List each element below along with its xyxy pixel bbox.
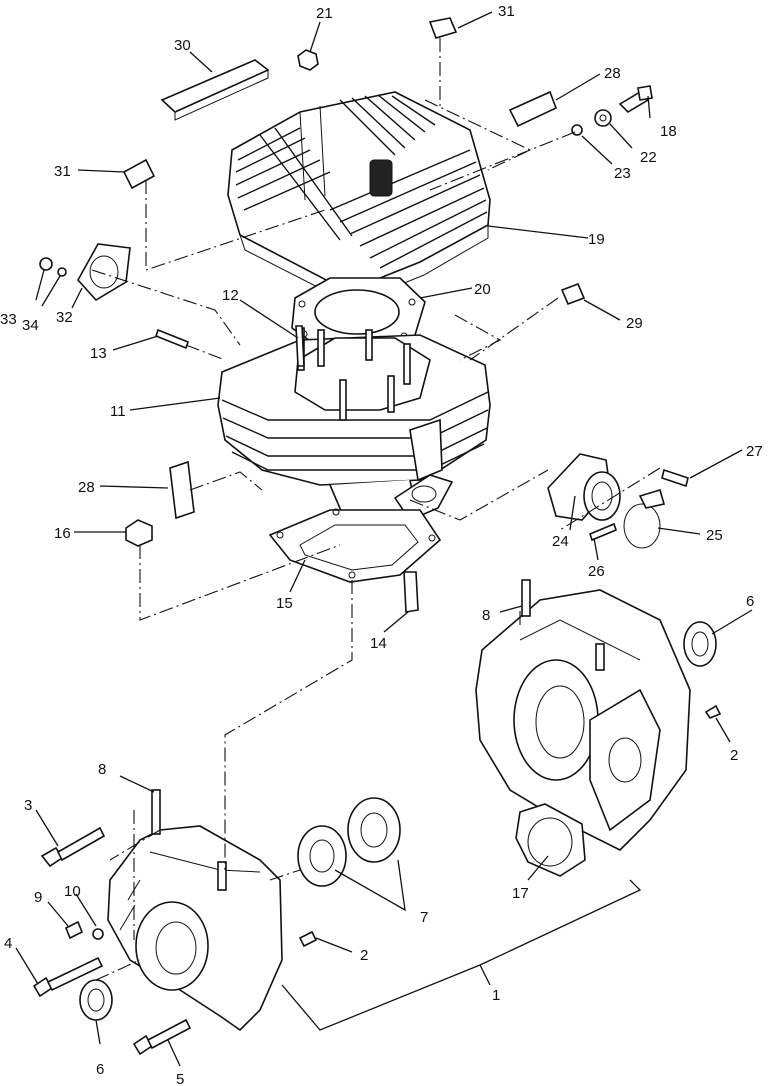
callout-24: 24 [552, 533, 569, 550]
callout-27: 27 [746, 443, 763, 460]
crankcase-left-half [107, 789, 283, 1032]
leader-lines [15, 11, 753, 1067]
crank-seal-left [79, 979, 113, 1021]
crank-seal-right [683, 621, 717, 667]
callout-20: 20 [474, 281, 491, 298]
callout-5: 5 [176, 1071, 184, 1086]
callout-21: 21 [316, 5, 333, 22]
callout-11: 11 [110, 403, 126, 420]
cover-gasket [515, 803, 586, 877]
callout-31: 31 [54, 163, 71, 180]
callout-3: 3 [24, 797, 32, 814]
small-parts [39, 17, 689, 613]
callout-labels: 1 2 2 3 4 5 6 6 7 8 8 9 10 11 12 13 14 1… [0, 3, 763, 1086]
cylinder [217, 327, 491, 531]
callout-18: 18 [660, 123, 677, 140]
callout-12: 12 [222, 287, 239, 304]
callout-23: 23 [614, 165, 631, 182]
crankcase-right-half [475, 579, 691, 851]
callout-28: 28 [604, 65, 621, 82]
callout-29: 29 [626, 315, 643, 332]
callout-8: 8 [98, 761, 106, 778]
callout-22: 22 [640, 149, 657, 166]
callout-9: 9 [34, 889, 42, 906]
callout-28: 28 [78, 479, 95, 496]
callout-2: 2 [730, 747, 738, 764]
callout-1: 1 [492, 987, 500, 1004]
dowel-pin-right [704, 704, 722, 719]
callout-34: 34 [22, 317, 39, 334]
callout-31: 31 [498, 3, 515, 20]
cylinder-head [227, 91, 491, 297]
callout-8: 8 [482, 607, 490, 624]
callout-13: 13 [90, 345, 107, 362]
base-gasket [268, 508, 442, 583]
callout-7: 7 [420, 909, 428, 926]
callout-15: 15 [276, 595, 293, 612]
crankcase-bolts [32, 826, 318, 1056]
callout-2: 2 [360, 947, 368, 964]
callout-6: 6 [96, 1061, 104, 1078]
callout-4: 4 [4, 935, 12, 952]
callout-26: 26 [588, 563, 605, 580]
callout-17: 17 [512, 885, 529, 902]
callout-19: 19 [588, 231, 605, 248]
callout-30: 30 [174, 37, 191, 54]
callout-32: 32 [56, 309, 73, 326]
callout-14: 14 [370, 635, 387, 652]
callout-25: 25 [706, 527, 723, 544]
crank-bearings [297, 797, 401, 887]
assembly-lines [91, 38, 661, 981]
callout-16: 16 [54, 525, 71, 542]
callout-10: 10 [64, 883, 81, 900]
head-gasket [291, 277, 426, 349]
callout-33: 33 [0, 311, 17, 328]
callout-6: 6 [746, 593, 754, 610]
